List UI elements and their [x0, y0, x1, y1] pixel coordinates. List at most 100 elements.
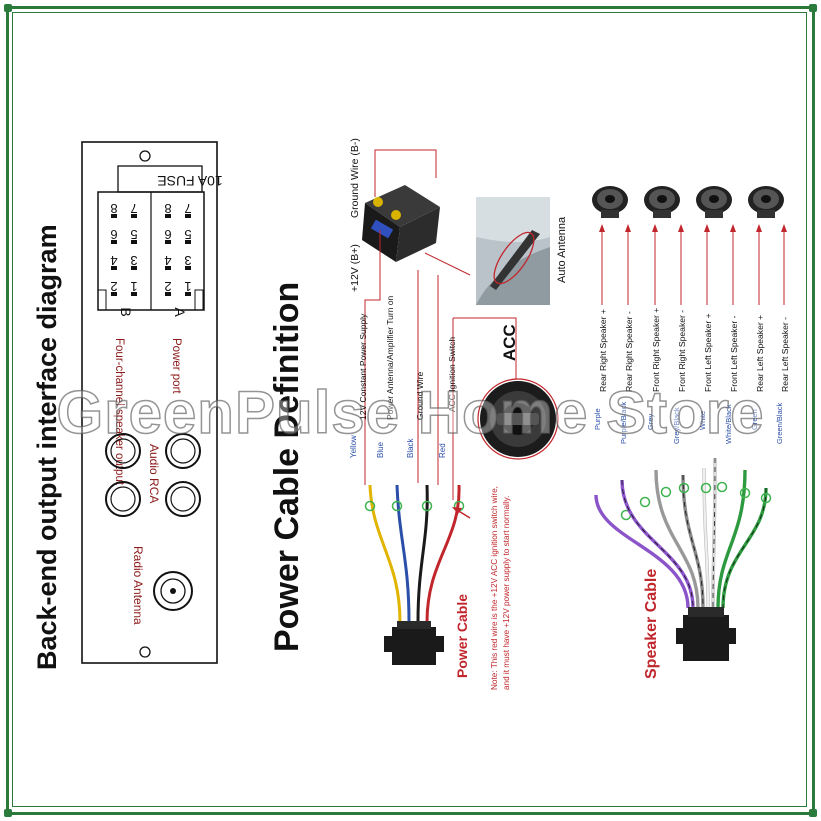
corner-dot	[4, 809, 12, 817]
wire-marker	[639, 496, 651, 508]
interface-diagram-title: Back-end output interface diagram	[32, 224, 62, 670]
pin-slot	[111, 240, 117, 244]
power-function-label: 12V Constant Power Supply	[358, 313, 368, 420]
pin-slot	[165, 240, 171, 244]
pin-slot	[185, 240, 191, 244]
connector-pin-number: 7	[130, 201, 137, 216]
connector-pin-number: 6	[110, 227, 117, 242]
speaker-arrow-head	[625, 224, 631, 232]
pin-slot	[111, 292, 117, 296]
power-color-label: Blue	[376, 441, 385, 458]
speaker-function-label: Front Left Speaker +	[703, 313, 713, 392]
connector-a-letter: A	[172, 307, 188, 317]
speaker-icon	[696, 186, 732, 218]
speaker-color-label: White/Black	[724, 404, 733, 444]
connector-pin-number: 1	[130, 279, 137, 294]
speaker-arrow-head	[652, 224, 658, 232]
speaker-function-label: Front Left Speaker -	[729, 315, 739, 392]
acc-label: ACC	[500, 324, 519, 361]
pin-slot	[111, 266, 117, 270]
connector-b-letter: B	[118, 307, 134, 316]
audio-rca-label: Audio RCA	[147, 444, 161, 503]
power-color-label: Black	[406, 437, 415, 458]
speaker-color-label: Green/Black	[775, 402, 784, 444]
pin-slot	[185, 266, 191, 270]
speaker-color-label: Green	[750, 409, 759, 430]
speaker-wire-core	[654, 469, 700, 609]
wire-marker	[700, 482, 712, 494]
corner-dot	[809, 809, 817, 817]
ground-wire-label: Ground Wire (B-)	[349, 138, 361, 218]
speaker-arrow-head	[599, 224, 605, 232]
connector-pin-number: 3	[184, 253, 191, 268]
power-function-label: ACC Ignition Switch	[447, 337, 457, 412]
speaker-color-labels: Purple Purple/Black Grey Grey/Black White Whi…	[593, 402, 784, 444]
pin-slot	[111, 214, 117, 218]
connector-pin-number: 2	[164, 279, 171, 294]
corner-dot	[4, 4, 12, 12]
back-panel	[81, 141, 218, 664]
power-port-label: Power port	[170, 338, 182, 394]
corner-dot	[809, 4, 817, 12]
pin-slot	[165, 266, 171, 270]
wire-marker	[760, 492, 772, 504]
battery-plus-label: +12V (B+)	[349, 244, 361, 292]
power-note-line1: Note: This red wire is the +12V ACC igni…	[490, 486, 499, 690]
speaker-color-label: Grey/Black	[672, 407, 681, 444]
speaker-color-label: White	[698, 411, 707, 430]
connector-pin-number: 8	[164, 201, 171, 216]
pin-slot	[131, 240, 137, 244]
pin-slot	[165, 214, 171, 218]
rca-jacks	[105, 433, 201, 517]
speaker-connector	[676, 607, 736, 661]
speaker-function-label: Front Right Speaker -	[677, 310, 687, 392]
connector-pin-number: 5	[130, 227, 137, 242]
speaker-function-label: Front Right Speaker +	[651, 308, 661, 392]
speaker-icon	[592, 186, 628, 218]
inner-frame	[12, 12, 807, 807]
speaker-function-label: Rear Right Speaker +	[598, 309, 608, 392]
acc-ignition-icon	[477, 378, 559, 460]
speaker-function-labels: Rear Right Speaker + Rear Right Speaker -…	[598, 308, 790, 392]
power-wire	[368, 484, 402, 623]
speaker-function-label: Rear Left Speaker -	[780, 317, 790, 392]
pin-slot	[185, 214, 191, 218]
speaker-wire-core	[702, 467, 710, 609]
speaker-wire-core	[716, 469, 747, 609]
wire-marker	[739, 487, 751, 499]
connector-pin-number: 6	[164, 227, 171, 242]
connector-pin-number: 5	[184, 227, 191, 242]
connector-pin-number: 1	[184, 279, 191, 294]
power-wire	[425, 484, 461, 623]
pin-slot	[165, 292, 171, 296]
connector-pin-number: 2	[110, 279, 117, 294]
auto-antenna-label: Auto Antenna	[556, 216, 568, 283]
speaker-output-label: Four-channel speaker output	[113, 338, 125, 486]
wire-marker	[660, 486, 672, 498]
speaker-wire-core	[594, 494, 690, 609]
speaker-wire-core	[681, 474, 705, 609]
speaker-cable-label: Speaker Cable	[643, 569, 660, 679]
power-connector	[384, 621, 444, 665]
speaker-wire-stripe	[712, 457, 716, 609]
power-function-label: Ground Wire	[415, 372, 425, 420]
speaker-function-label: Rear Right Speaker -	[624, 311, 634, 392]
connector-pin-number: 8	[110, 201, 117, 216]
power-function-label: Power Antenna/Amplifier Turn on	[385, 295, 395, 420]
power-cable-title: Power Cable Definition	[268, 282, 306, 652]
speaker-color-label: Purple/Black	[619, 402, 628, 444]
pin-slot	[131, 214, 137, 218]
wire-marker	[364, 500, 376, 512]
speaker-arrows	[599, 224, 787, 305]
speaker-color-label: Purple	[593, 408, 602, 430]
battery-icon	[362, 185, 440, 262]
speaker-arrow-head	[704, 224, 710, 232]
speaker-color-label: Grey	[646, 413, 655, 430]
outer-frame	[6, 6, 815, 815]
wire-marker	[391, 500, 403, 512]
power-leader-lines	[364, 149, 517, 500]
speaker-icon	[644, 186, 680, 218]
